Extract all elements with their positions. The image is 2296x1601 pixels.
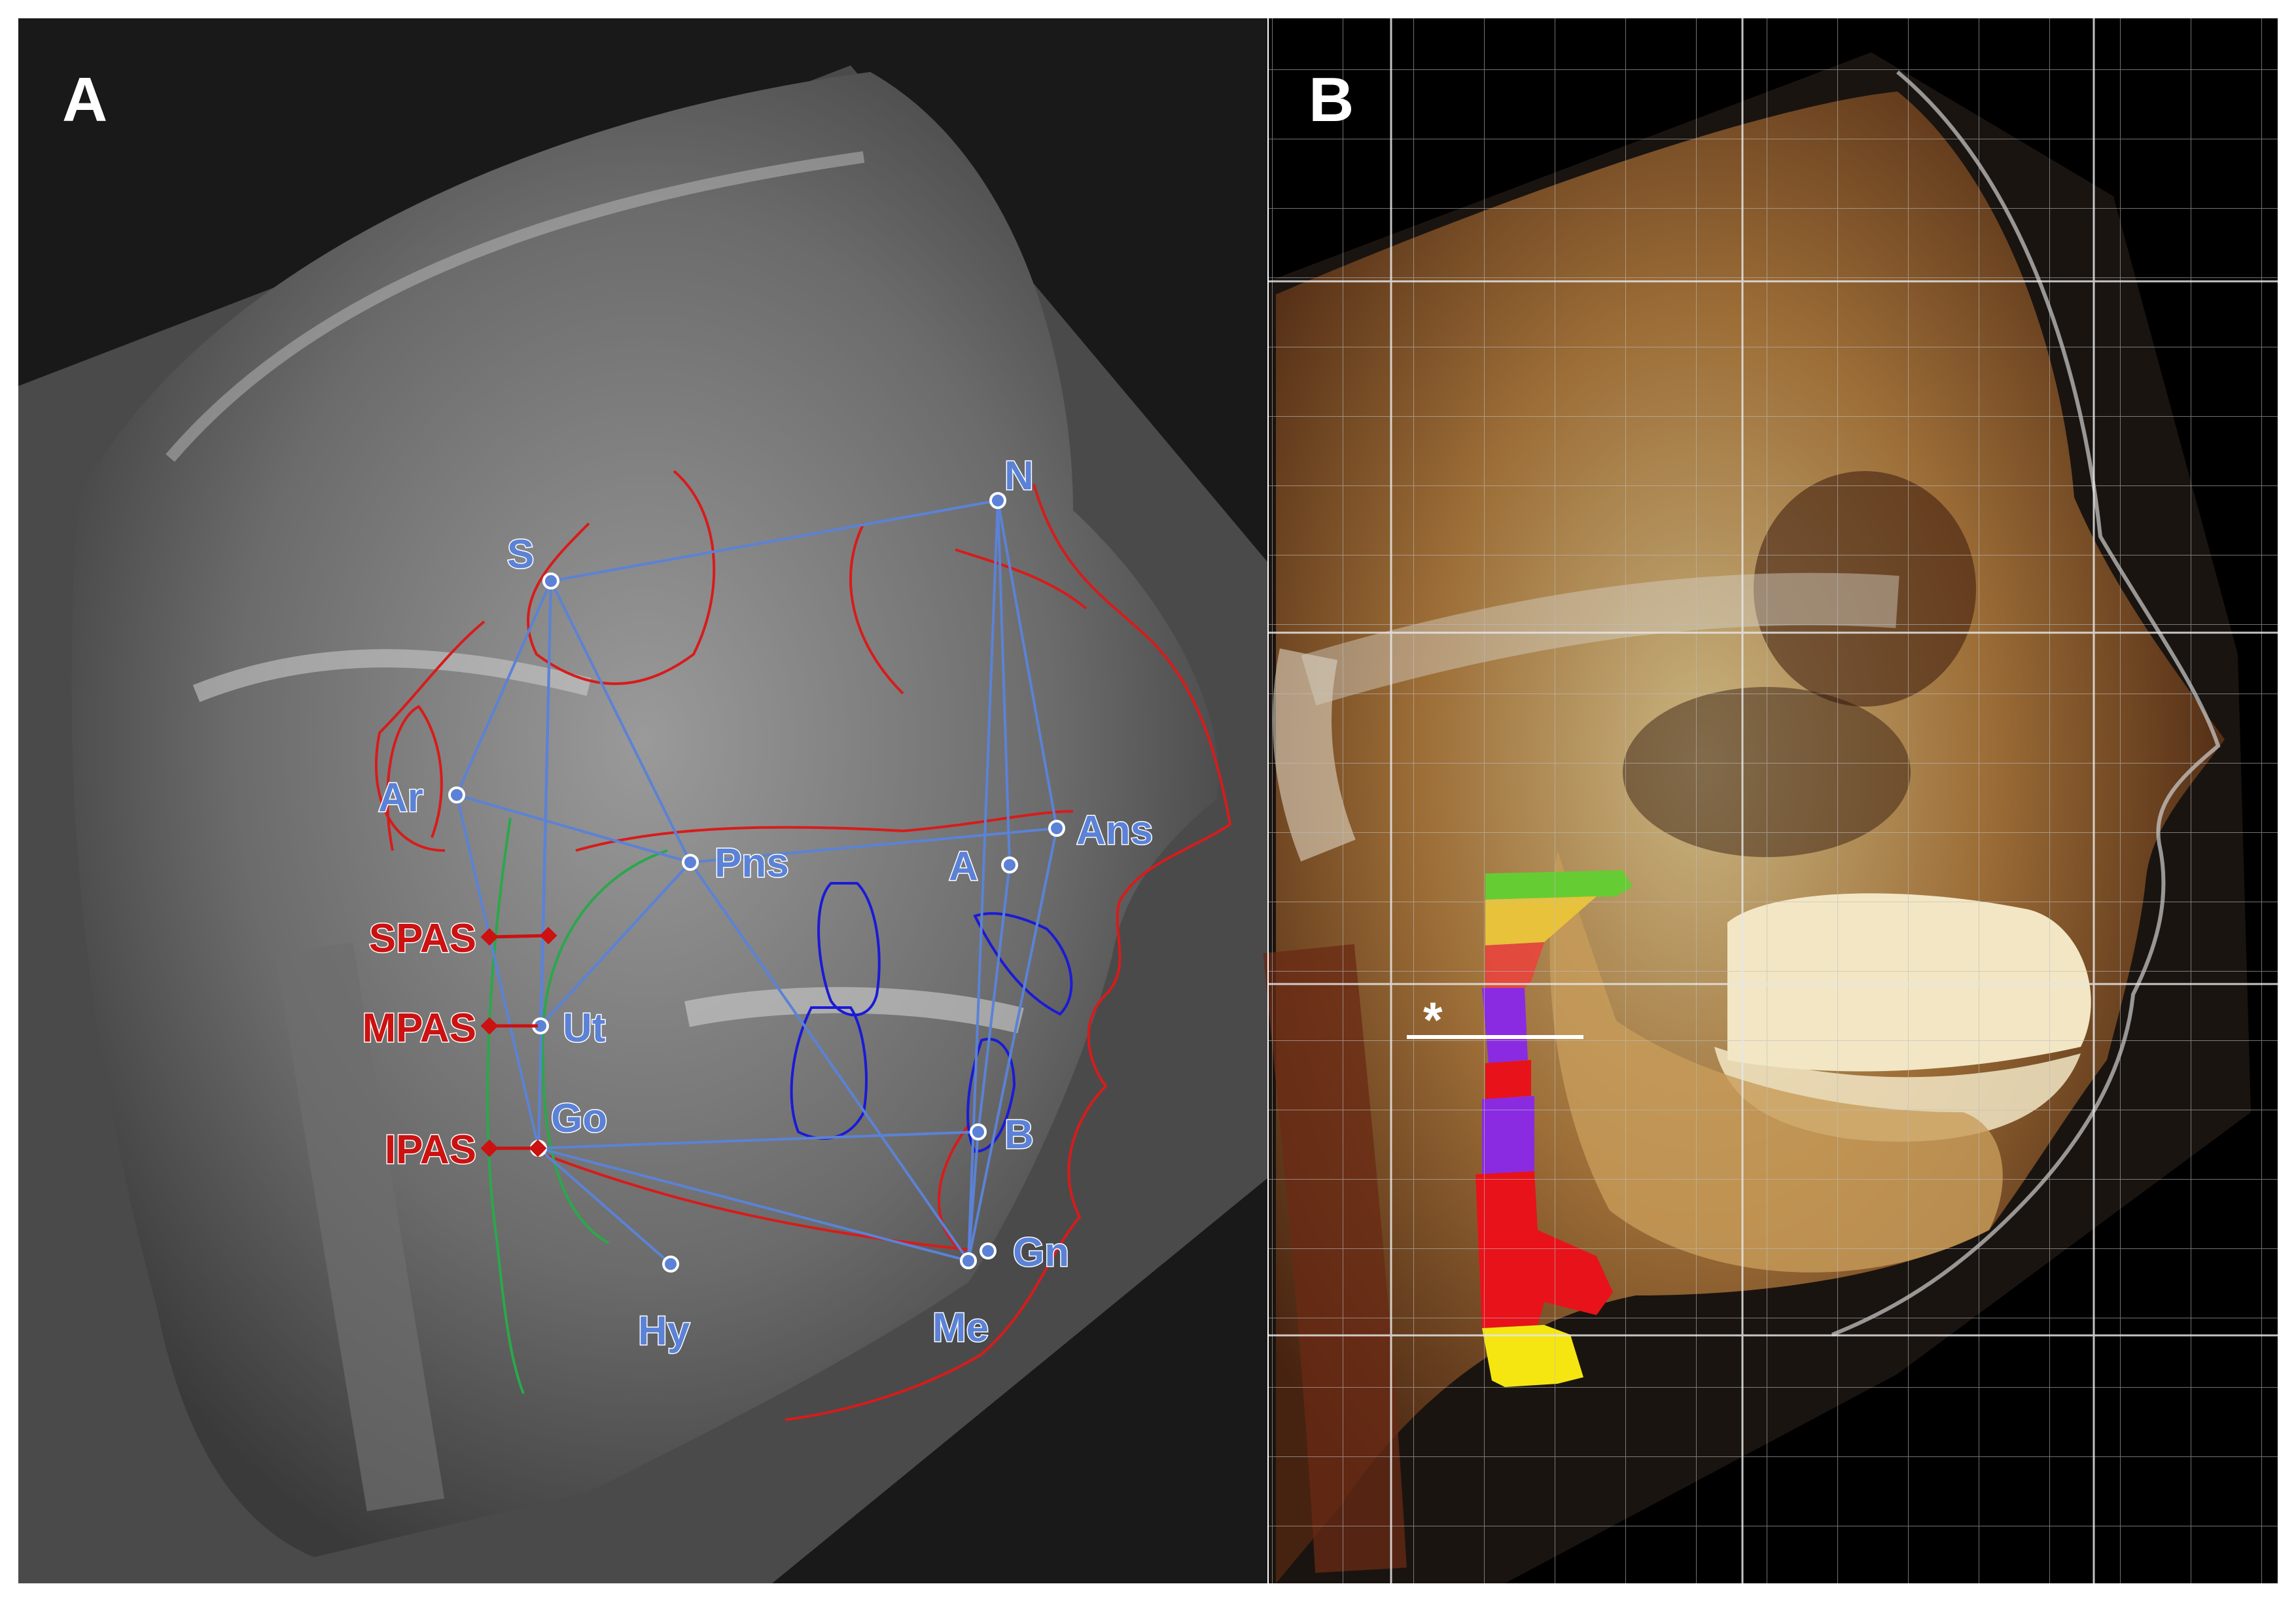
ceph-line-b-me	[967, 1131, 980, 1261]
ceph-line-ans-me	[967, 828, 1058, 1261]
ceph-line-ar-pns	[456, 794, 691, 864]
measurement-label-spas: SPAS	[369, 916, 476, 961]
mpas-marker-left	[480, 1017, 499, 1035]
landmark-label-ar: Ar	[378, 775, 423, 820]
landmark-label-a: A	[949, 844, 978, 889]
landmark-label-s: S	[507, 532, 534, 577]
measurement-grid	[1268, 18, 2278, 1583]
ceph-line-pns-ans	[690, 827, 1057, 864]
landmark-dot-s	[542, 572, 559, 589]
landmark-dot-ar	[448, 786, 465, 803]
spas-marker-right	[539, 926, 557, 945]
landmark-label-n: N	[1004, 453, 1034, 499]
landmark-label-ut: Ut	[563, 1006, 605, 1051]
ipas-marker-left	[480, 1139, 499, 1157]
red-tracings	[374, 470, 1232, 1421]
landmark-label-go: Go	[551, 1096, 607, 1141]
panel-a: N S Ar Pns Ans A Ut Go B Gn Me Hy SPAS M…	[18, 18, 1268, 1583]
reference-marker: *	[1423, 993, 1443, 1048]
panel-a-label: A	[62, 65, 107, 135]
ceph-line-n-a	[997, 500, 1011, 866]
landmark-label-b: B	[1004, 1112, 1034, 1157]
major-grid-lines	[1268, 18, 2278, 1583]
ipas-marker-right	[529, 1139, 547, 1157]
measurement-labels: SPAS MPAS IPAS	[361, 915, 478, 1174]
ceph-line-s-n	[550, 499, 998, 582]
ceph-line-s-ar	[455, 580, 552, 796]
cephalometric-lines	[455, 499, 1058, 1265]
measurement-label-ipas: IPAS	[385, 1127, 476, 1172]
spas-marker-left	[480, 928, 499, 946]
landmark-dot-me	[960, 1252, 977, 1269]
ceph-line-ut-pns	[539, 861, 692, 1027]
landmark-label-ans: Ans	[1076, 808, 1153, 853]
panel-b: * B	[1263, 18, 2278, 1583]
green-tracings	[486, 817, 668, 1394]
panel-b-label: B	[1309, 65, 1354, 135]
landmark-dot-n	[989, 492, 1006, 509]
landmark-dot-ans	[1048, 820, 1065, 837]
ceph-line-s-ut	[539, 580, 552, 1027]
skull-base-highlight	[192, 649, 592, 703]
spas-line	[489, 934, 549, 939]
airway-measurements	[480, 926, 557, 1157]
landmark-dots	[448, 492, 1065, 1273]
landmark-label-gn: Gn	[1013, 1230, 1069, 1275]
ceph-line-go-me	[538, 1147, 969, 1262]
cranial-vault-highlight	[166, 151, 865, 462]
ceph-line-go-b	[538, 1131, 979, 1150]
teeth-shadow	[684, 987, 1024, 1034]
ceph-line-s-pns	[550, 580, 692, 863]
landmark-label-hy: Hy	[638, 1309, 690, 1354]
ceph-line-ar-go	[455, 794, 540, 1149]
landmark-label-pns: Pns	[715, 841, 789, 886]
ceph-line-n-ans	[997, 500, 1058, 829]
measurement-label-mpas: MPAS	[362, 1006, 476, 1051]
landmark-labels: N S Ar Pns Ans A Ut Go B Gn Me Hy	[378, 453, 1154, 1355]
landmark-label-me: Me	[932, 1305, 989, 1350]
ceph-line-pns-me	[689, 861, 970, 1262]
ceph-line-hy-go	[537, 1147, 672, 1265]
landmark-dot-gn	[980, 1242, 997, 1259]
landmark-dot-b	[970, 1123, 987, 1140]
landmark-dot-hy	[662, 1256, 679, 1273]
landmark-dot-pns	[682, 854, 699, 871]
landmark-dot-a	[1001, 856, 1018, 873]
cervical-spine-shadow	[275, 942, 445, 1512]
ceph-line-a-b	[977, 864, 1011, 1133]
